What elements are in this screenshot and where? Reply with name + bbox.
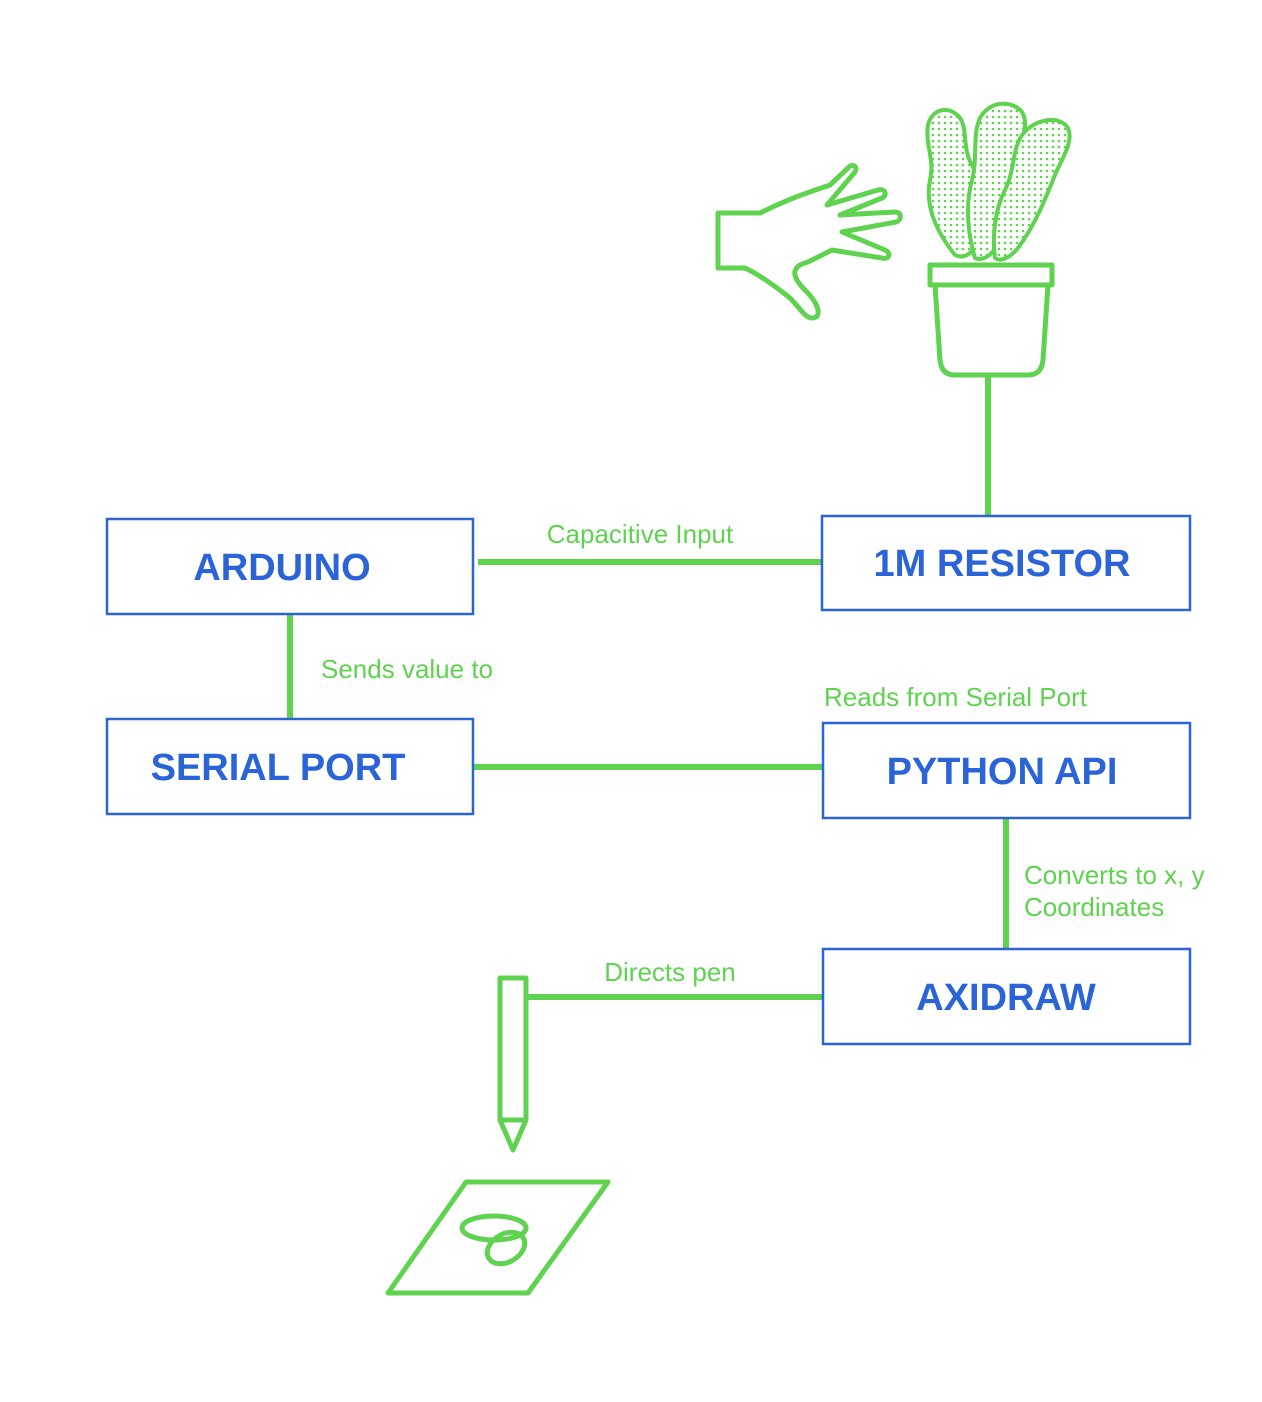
potted-plant-icon <box>925 101 1072 378</box>
arduino-label: ARDUINO <box>193 547 370 589</box>
converts-label-line1: Converts to x, y <box>1024 860 1205 890</box>
connectors <box>287 375 1009 1000</box>
serial-port-label: SERIAL PORT <box>151 747 406 789</box>
node-serial-port: SERIAL PORT <box>105 717 475 816</box>
resistor-label: 1M RESISTOR <box>874 543 1131 585</box>
capacitive-input-label: Capacitive Input <box>547 519 734 549</box>
node-arduino: ARDUINO <box>105 517 475 616</box>
node-axidraw: AXIDRAW <box>821 947 1192 1046</box>
paper-drawing-icon <box>385 1179 611 1296</box>
axidraw-label: AXIDRAW <box>916 977 1096 1019</box>
converts-label-line2: Coordinates <box>1024 892 1164 922</box>
sends-value-label: Sends value to <box>321 654 493 684</box>
node-python-api: PYTHON API <box>821 721 1192 820</box>
hand-icon <box>715 163 903 321</box>
reads-serial-label: Reads from Serial Port <box>824 682 1088 712</box>
directs-pen-label: Directs pen <box>604 957 736 987</box>
node-resistor: 1M RESISTOR <box>820 514 1192 612</box>
python-api-label: PYTHON API <box>887 751 1118 793</box>
pen-icon <box>497 975 529 1153</box>
